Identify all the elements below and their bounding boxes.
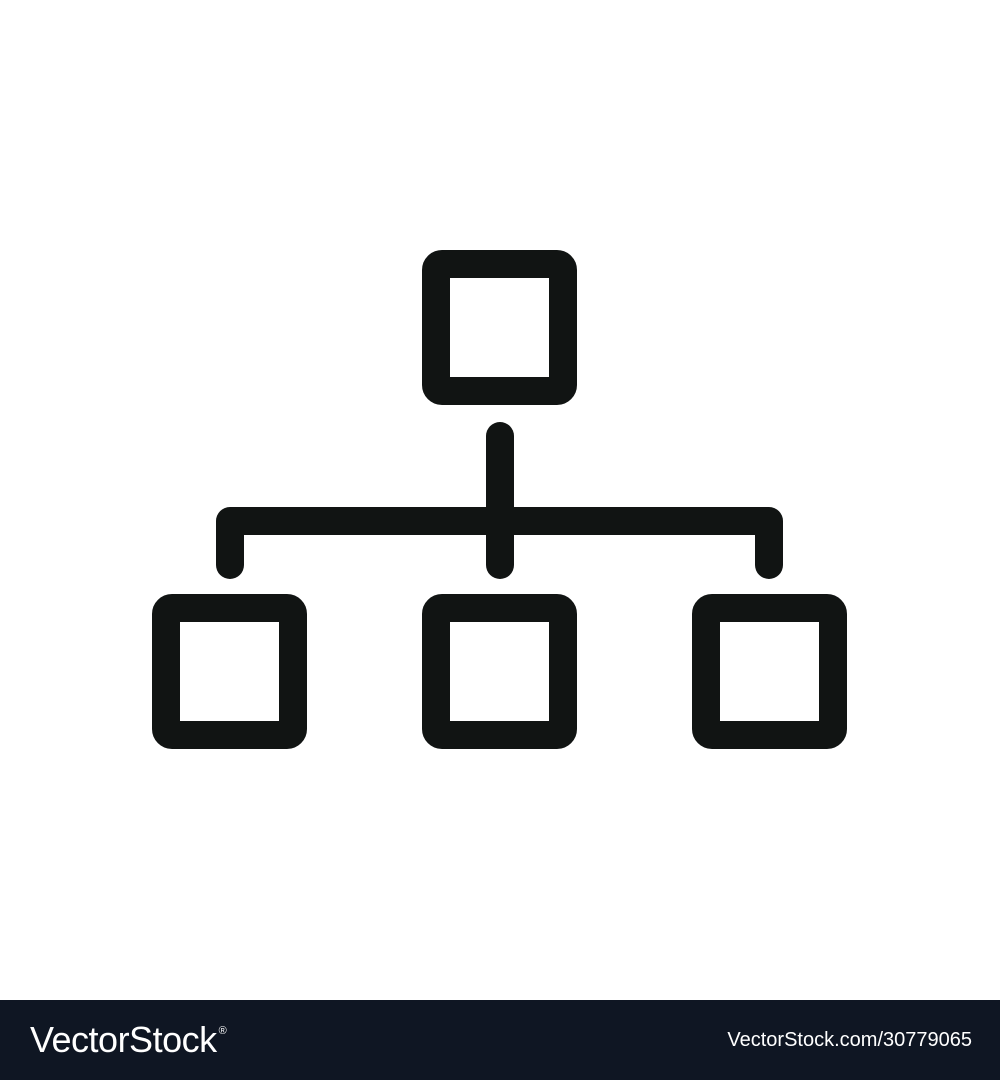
top-node-box <box>422 250 577 405</box>
hierarchy-structure-icon <box>152 250 847 749</box>
image-reference: VectorStock.com/30779065 <box>727 1029 972 1051</box>
brand-logo: VectorStock ® <box>30 1018 227 1062</box>
registered-mark: ® <box>218 1025 227 1037</box>
branch-connector <box>216 507 783 579</box>
footer-bar: VectorStock ® VectorStock.com/30779065 <box>0 1000 1000 1080</box>
child-node-box-right <box>692 594 847 749</box>
brand-name: VectorStock <box>30 1019 217 1060</box>
child-node-box-center <box>422 594 577 749</box>
icon-canvas <box>152 250 847 749</box>
child-node-box-left <box>152 594 307 749</box>
